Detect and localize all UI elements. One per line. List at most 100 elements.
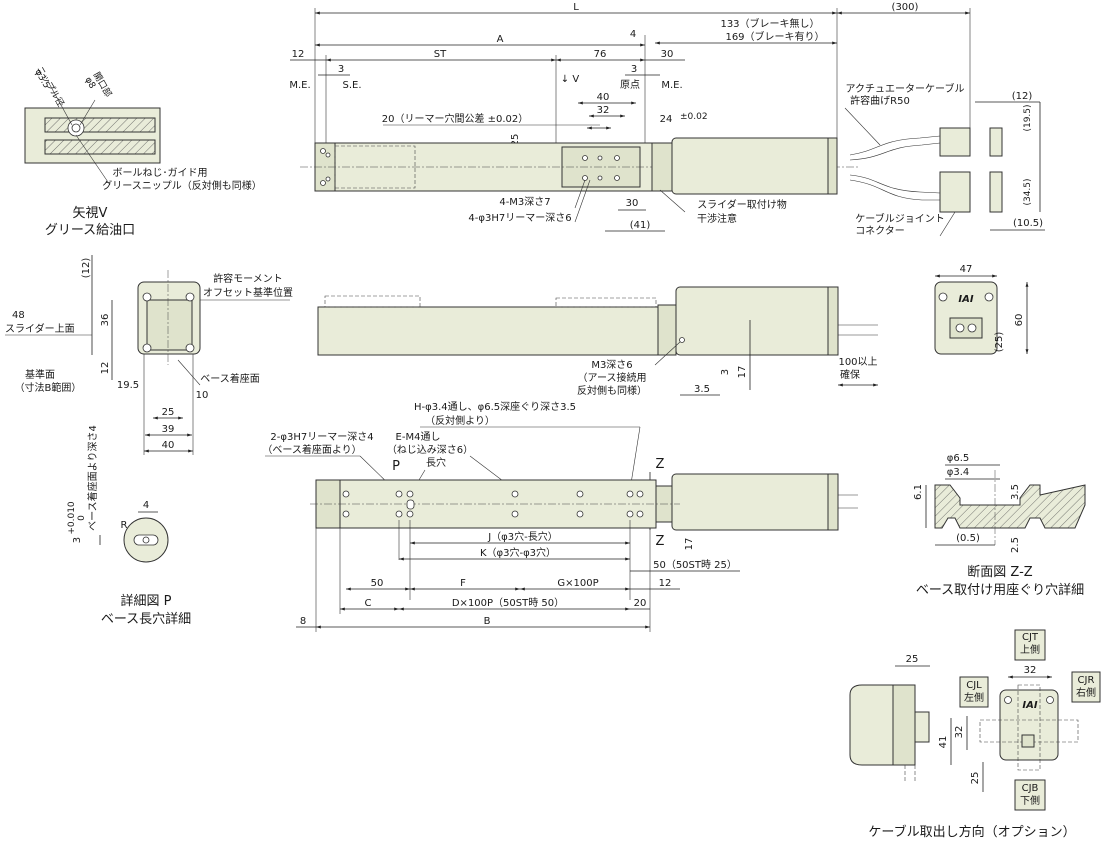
slider-note-2: 干渉注意 (697, 212, 737, 225)
slider-top-label: スライダー上面 (5, 322, 75, 335)
dim-ST: ST (434, 49, 447, 60)
dim-169: 169（ブレーキ有り） (725, 30, 824, 43)
cjb-sub: 下側 (1020, 794, 1040, 807)
svg-text:32: 32 (954, 726, 965, 739)
svg-text:47: 47 (960, 264, 973, 275)
m3-label-3: 反対側も同様） (577, 384, 647, 397)
section-z-profile (934, 484, 1086, 529)
svg-text:36: 36 (100, 314, 111, 327)
dim-D: D×100P（50ST時 50） (452, 597, 564, 609)
svg-text:17: 17 (737, 366, 748, 379)
section-z: φ6.5 φ3.4 6.1 3.5 (0.5) 2.5 断面図 Z-Z ベース取… (913, 453, 1086, 598)
svg-text:25: 25 (970, 772, 981, 785)
dim-300: (300) (892, 2, 919, 13)
cjr-sub: 右側 (1076, 686, 1096, 699)
section-z-title-1: 断面図 Z-Z (967, 565, 1033, 580)
end-view: (12) 許容モーメント オフセット基準位置 48 スライダー上面 36 12 … (5, 255, 293, 455)
cable-connector-bottom (939, 171, 971, 213)
base-seat-label: ベース着座面 (200, 372, 260, 385)
svg-text:39: 39 (162, 424, 175, 435)
svg-text:41: 41 (938, 736, 949, 749)
dim-K: K（φ3穴-φ3穴） (480, 546, 556, 559)
h-holes-label-2: （反対側より） (425, 414, 495, 427)
svg-text:(0.5): (0.5) (956, 533, 980, 544)
detail-p-marker: P (392, 459, 400, 474)
dim-C: C (365, 598, 372, 609)
svg-text:32: 32 (1024, 665, 1037, 676)
detail-p-title-2: ベース長穴詳細 (101, 611, 191, 627)
svg-text:32: 32 (597, 105, 610, 116)
svg-text:50: 50 (371, 578, 384, 589)
svg-text:24: 24 (660, 114, 673, 125)
side-view: M3深さ6 （アース接続用 反対側も同様） 3 17 3.5 100以上 確保 (317, 286, 878, 397)
svg-text:3.5: 3.5 (1010, 484, 1021, 500)
svg-text:25: 25 (162, 407, 175, 418)
view-v-title-2: グリース給油口 (45, 223, 135, 238)
svg-text:(10.5): (10.5) (1013, 218, 1043, 229)
detail-p: 4 R 3 +0.010 0 ベース着座面より深さ4 詳細図 P ベース長穴詳細 (67, 425, 191, 627)
cable-direction: 25 CJT 上側 CJL 左側 CJR 右側 32 IAI 41 32 25 … (849, 629, 1101, 840)
bottom-motor (671, 473, 839, 531)
grease-label-1: ボールねじ･ガイド用 (113, 167, 208, 179)
svg-text:0: 0 (77, 515, 87, 521)
cable-iai-logo: IAI (1022, 700, 1037, 711)
top-view: L (300) 133（ブレーキ無し） 169（ブレーキ有り） A 4 ST 7… (289, 2, 1045, 237)
me-right: M.E. (661, 80, 682, 91)
reamer-bottom-label-1: 2-φ3H7リーマー深さ4 (270, 431, 373, 443)
cable-bend-label-2: 許容曲げR50 (850, 94, 910, 107)
view-v-title-1: 矢視V (73, 206, 108, 221)
reamer-pitch-label: 20（リーマー穴間公差 ±0.02） (382, 112, 529, 125)
svg-text:20: 20 (634, 598, 647, 609)
m3-label-1: M3深さ6 (591, 359, 632, 371)
motor-end-view: IAI 47 60 (25) (934, 264, 1029, 355)
h-holes-label-1: H-φ3.4通し、φ6.5深座ぐり深さ3.5 (414, 400, 576, 413)
svg-text:(34.5): (34.5) (1023, 178, 1033, 205)
svg-text:2.5: 2.5 (1010, 537, 1021, 553)
dim-L: L (573, 2, 579, 13)
svg-text:25: 25 (510, 134, 521, 147)
dim-12: 12 (292, 49, 305, 60)
m3-depth-label: 4-M3深さ7 (499, 196, 550, 208)
dim-G: G×100P (557, 578, 598, 589)
dim-A: A (497, 34, 504, 45)
view-v: φ3.5 ニップル径 φ8 開口部 ボールねじ･ガイド用 グリースニップル（反対… (24, 64, 262, 238)
dim-50st: 50（50ST時 25） (653, 559, 737, 571)
svg-text:3: 3 (720, 369, 731, 375)
cable-connector-top (939, 127, 971, 157)
side-body (317, 306, 659, 356)
v-arrow: ↓ V (561, 74, 580, 85)
svg-text:25: 25 (906, 654, 919, 665)
svg-text:60: 60 (1014, 314, 1025, 327)
svg-text:3.5: 3.5 (694, 384, 710, 395)
cjb-label: CJB (1022, 783, 1039, 794)
view-v-body (24, 107, 161, 164)
reamer-bottom-label-2: （ベース着座面より） (262, 443, 361, 456)
dim-133: 133（ブレーキ無し） (720, 17, 819, 30)
svg-text:3: 3 (338, 64, 344, 75)
bottom-view: H-φ3.4通し、φ6.5深座ぐり深さ3.5 （反対側より） 2-φ3H7リーマ… (262, 400, 858, 632)
joint-label-2: コネクター (855, 225, 905, 237)
svg-text:±0.02: ±0.02 (680, 112, 708, 122)
cjl-label: CJL (966, 680, 982, 691)
svg-text:(19.5): (19.5) (1023, 104, 1033, 131)
cjt-sub: 上側 (1020, 643, 1040, 656)
svg-text:φ3.4: φ3.4 (947, 467, 970, 478)
slider-note-1: スライダー取付け物 (697, 198, 787, 211)
side-motor (675, 286, 839, 356)
me-left: M.E. (289, 80, 310, 91)
grease-label-2: グリースニップル（反対側も同様） (102, 179, 262, 192)
joint-label-1: ケーブルジョイント (855, 212, 944, 225)
long-hole-label: 長穴 (426, 456, 446, 469)
svg-text:19.5: 19.5 (117, 380, 139, 391)
svg-text:(12): (12) (1012, 91, 1033, 102)
motor-top (671, 137, 838, 195)
m3-label-2: （アース接続用 (578, 371, 647, 384)
svg-text:3: 3 (72, 537, 83, 543)
dim-J: J（φ3穴-長穴） (487, 530, 558, 543)
reamer-depth-label: 4-φ3H7リーマー深さ6 (468, 212, 571, 224)
svg-text:12: 12 (100, 362, 111, 375)
moment-label-1: 許容モーメント (213, 272, 283, 285)
dim-F: F (460, 578, 466, 589)
z-bottom-marker: Z (656, 534, 665, 549)
